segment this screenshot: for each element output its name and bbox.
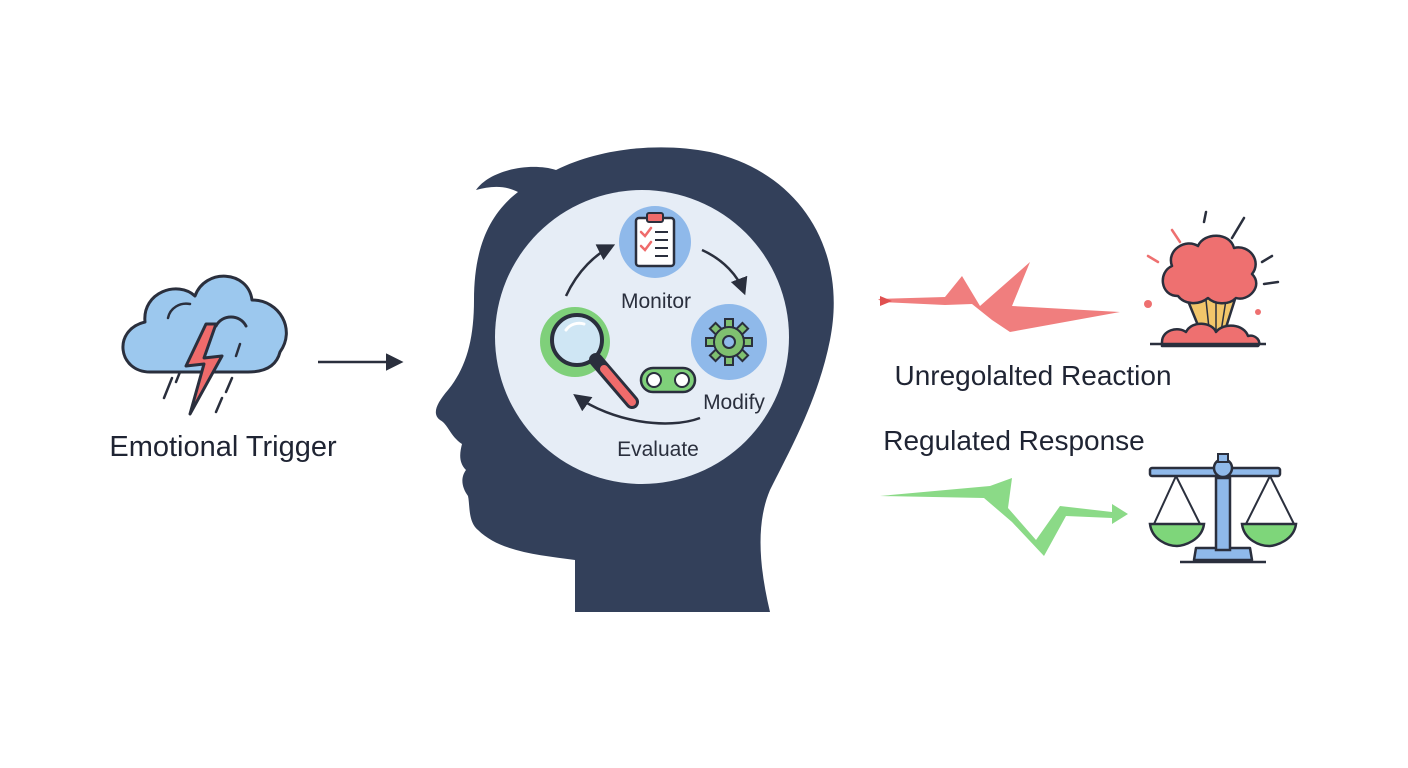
explosion-icon xyxy=(1144,210,1280,348)
toggle-switch-icon xyxy=(639,366,697,394)
unregulated-label: Unregolalted Reaction xyxy=(894,360,1171,391)
cycle-arrow-monitor-modify xyxy=(701,248,748,296)
regulated-label: Regulated Response xyxy=(883,425,1145,456)
monitor-label: Monitor xyxy=(621,290,691,313)
unregulated-zigzag-arrow xyxy=(878,262,1120,332)
trigger-label: Emotional Trigger xyxy=(109,431,337,463)
clipboard-checklist-icon xyxy=(619,206,691,278)
balance-scale-icon xyxy=(1148,453,1298,564)
regulated-zigzag-arrow xyxy=(880,478,1128,556)
modify-label: Modify xyxy=(703,391,765,414)
storm-cloud-icon xyxy=(121,274,288,416)
unregulated-arrow-tail xyxy=(880,296,892,306)
gear-icon xyxy=(691,304,767,380)
brain-circle xyxy=(495,190,789,484)
cycle-arrow-modify-evaluate xyxy=(573,393,701,425)
magnifying-glass-icon xyxy=(540,307,639,409)
evaluate-label: Evaluate xyxy=(617,438,699,461)
cycle-arrow-evaluate-monitor xyxy=(564,244,616,297)
